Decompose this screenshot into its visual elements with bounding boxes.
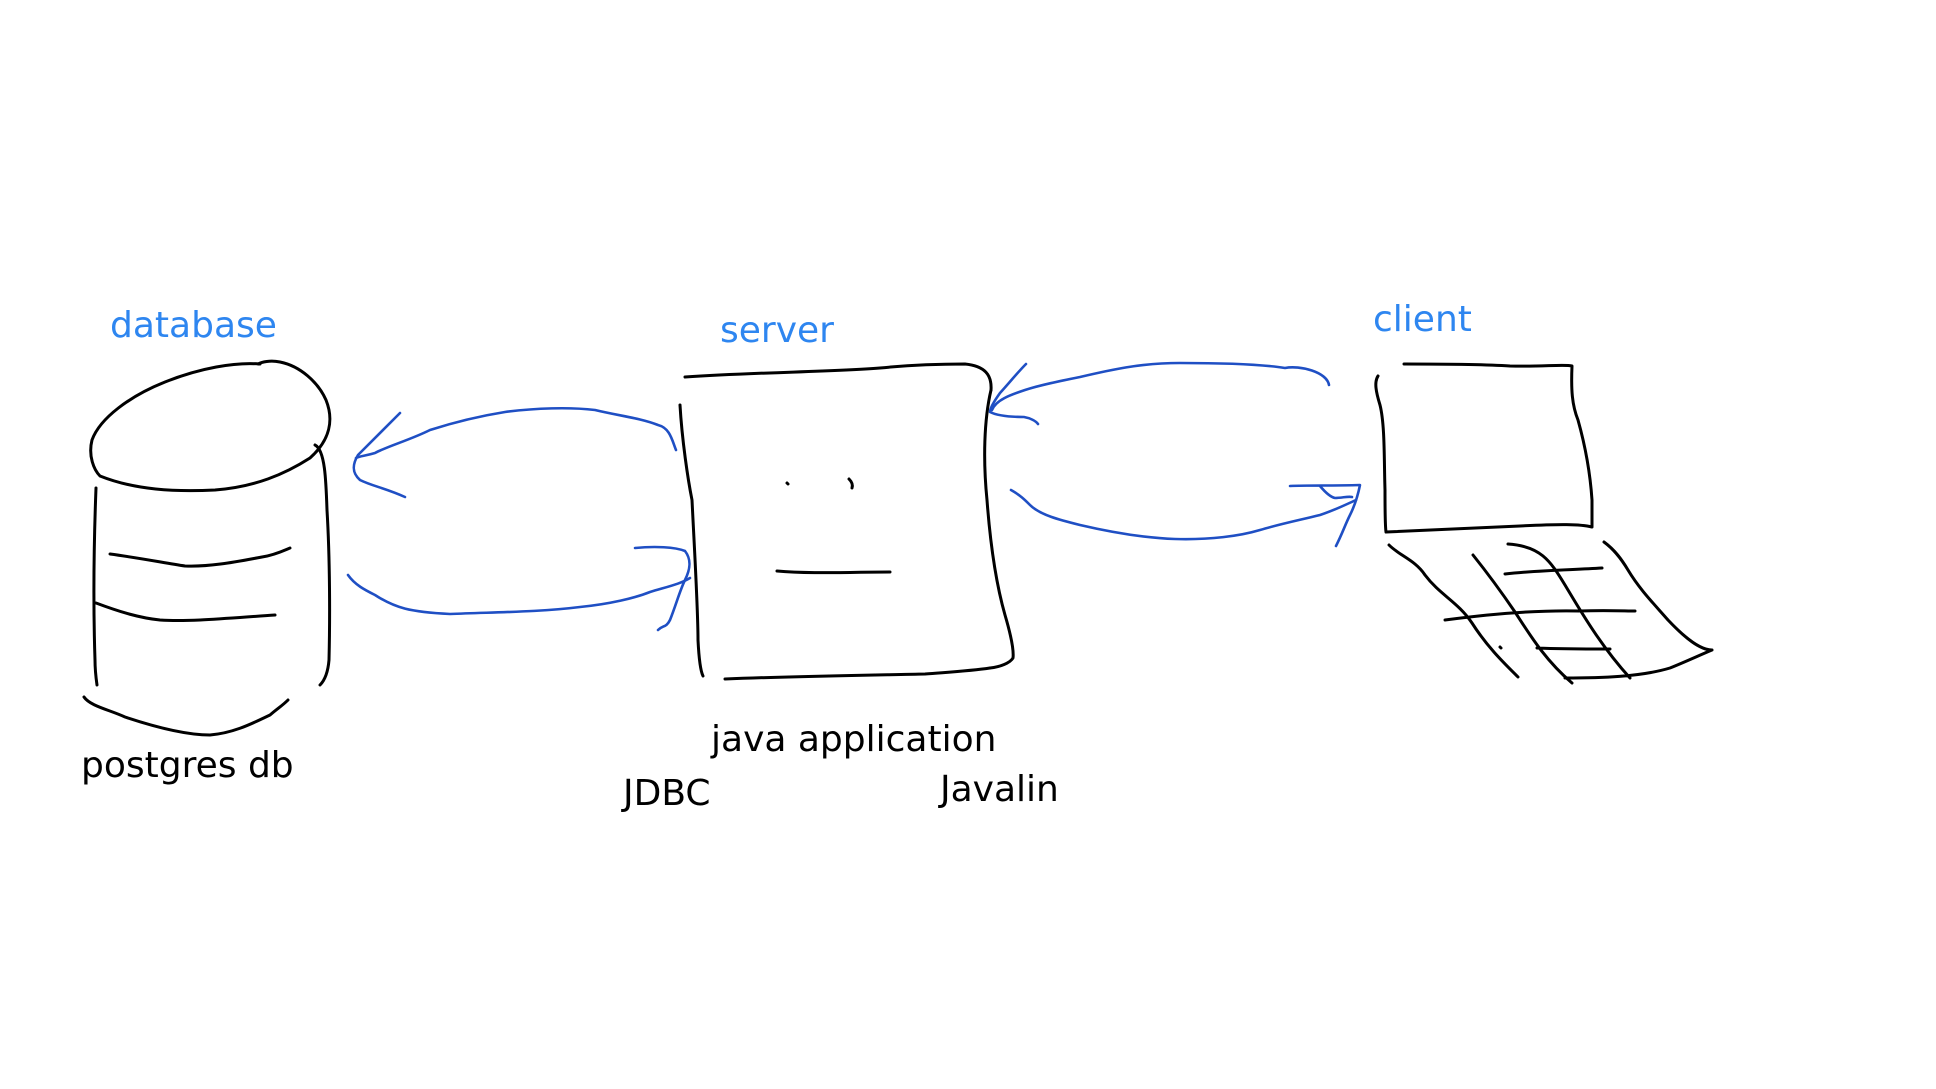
server-box-icon [678, 362, 1015, 681]
arrow-client-to-server [988, 361, 1331, 426]
database-right-side [313, 443, 332, 687]
arrow-client-to-server-shaft [990, 361, 1331, 412]
database-label: database [110, 305, 277, 346]
postgres-db-label: postgres db [81, 745, 294, 786]
database-stripe-upper [108, 546, 292, 568]
arrow-database-to-server-head [633, 545, 691, 632]
server-mark-dot [785, 481, 790, 486]
arrow-server-to-database [352, 406, 678, 499]
arrow-database-to-server [346, 545, 692, 632]
jdbc-label: JDBC [623, 773, 711, 814]
laptop-keyboard [1387, 540, 1714, 685]
arrow-database-to-server-shaft [346, 573, 692, 616]
arrow-server-to-database-head [352, 411, 407, 499]
server-right-edge [983, 388, 1015, 670]
database-cylinder-icon [82, 359, 332, 737]
server-mark-bar [775, 569, 892, 575]
arrow-client-to-server-head [988, 362, 1040, 426]
server-mark-tick [847, 477, 854, 490]
laptop-icon [1374, 362, 1714, 685]
java-application-label: java application [711, 719, 997, 760]
server-left-edge [678, 403, 705, 678]
arrow-server-to-client [1009, 483, 1362, 548]
database-left-side [92, 486, 99, 687]
arrow-server-to-database-shaft [354, 406, 678, 460]
arrow-server-to-client-shaft [1009, 488, 1358, 541]
client-label: client [1373, 299, 1472, 340]
javalin-label: Javalin [940, 769, 1059, 810]
server-bottom-edge [723, 666, 992, 681]
database-bottom [82, 695, 290, 737]
arrow-server-to-client-head [1288, 483, 1362, 548]
server-top-edge [683, 362, 993, 392]
database-stripe-lower [94, 601, 277, 623]
laptop-screen [1374, 362, 1594, 534]
database-top-ellipse [89, 359, 332, 493]
laptop-keyboard-dot [1498, 645, 1503, 650]
server-label: server [720, 310, 834, 351]
